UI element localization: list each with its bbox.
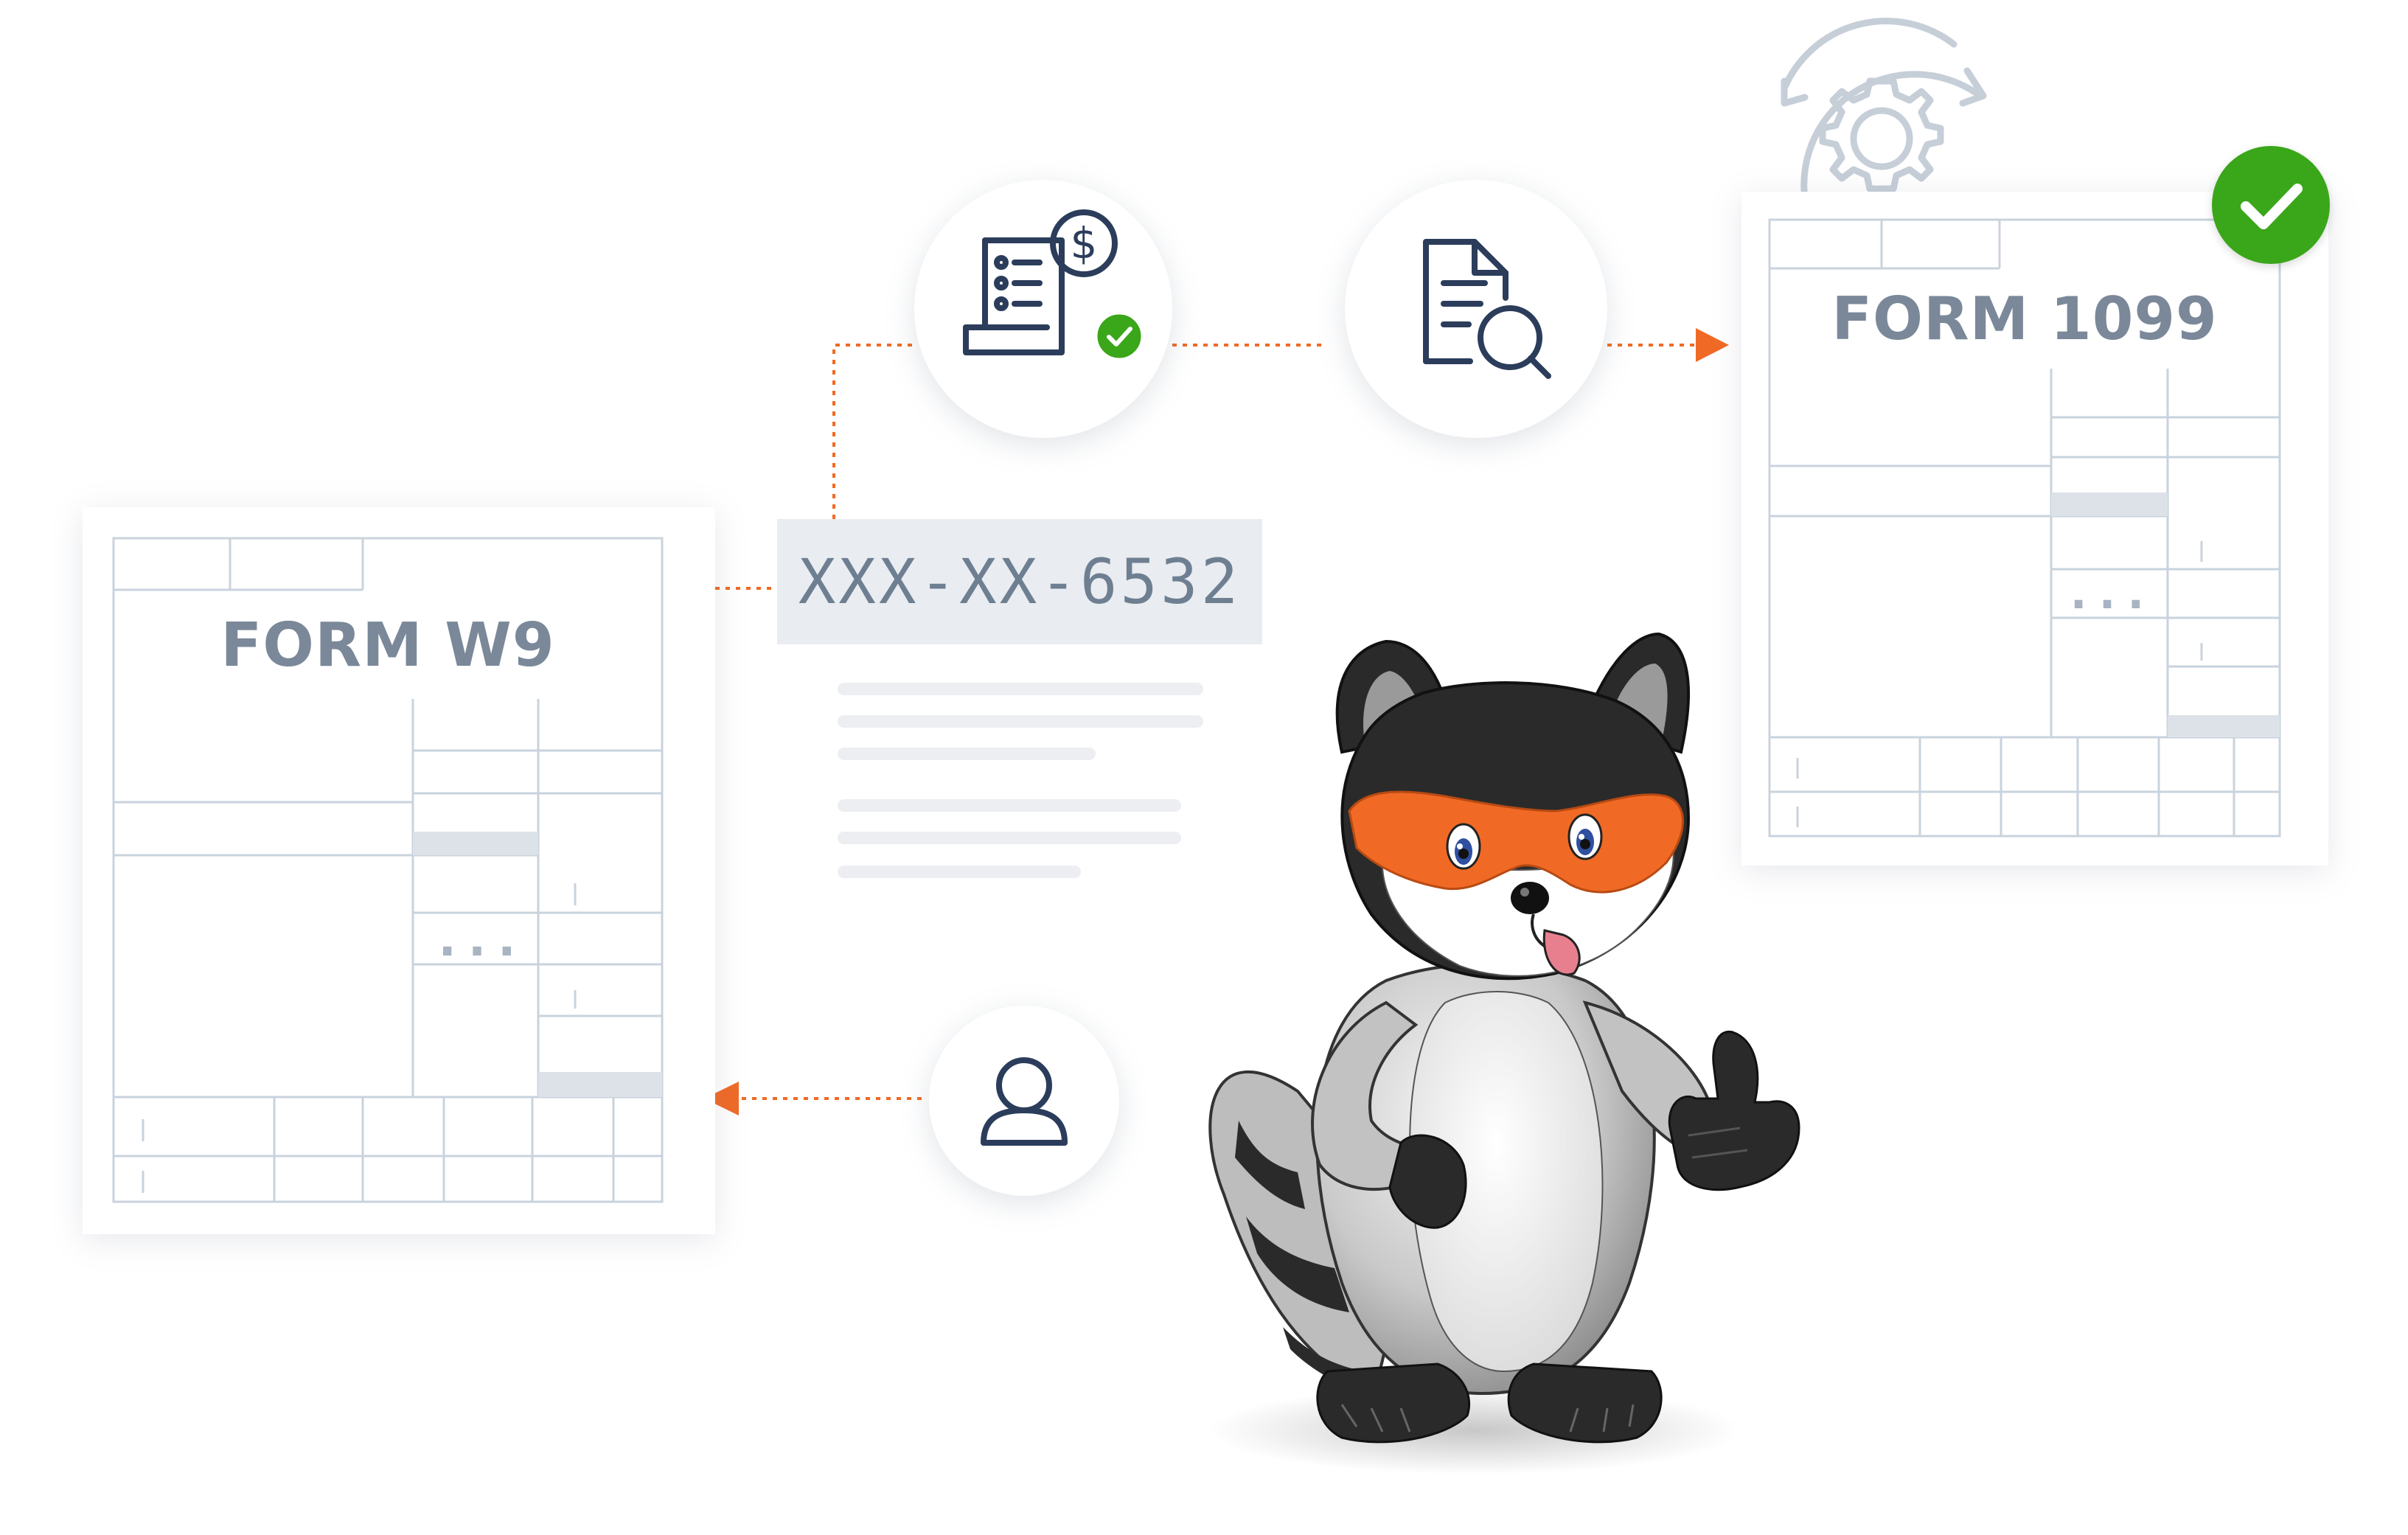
- ssn-masked-value: XXX-XX-6532: [798, 546, 1242, 618]
- ssn-field: XXX-XX-6532: [777, 519, 1262, 644]
- user-icon: [981, 1057, 1068, 1146]
- form-1099-card: FORM 1099 ...: [1741, 192, 2328, 866]
- svg-text:$: $: [1071, 218, 1098, 268]
- invoice-dollar-icon: $: [963, 209, 1145, 362]
- document-search-icon: [1423, 239, 1551, 379]
- form-w9-grid: [112, 537, 664, 1203]
- placeholder-line: [838, 866, 1081, 878]
- success-check-badge: [2212, 146, 2330, 264]
- invoice-step-circle: $: [914, 180, 1172, 438]
- mascot-head: [1335, 632, 1691, 981]
- form-w9-ellipsis: ...: [438, 913, 528, 967]
- form-w9-title: FORM W9: [220, 610, 555, 681]
- mascot-orange-mask: [1348, 790, 1684, 894]
- arrowhead-to-1099: [1696, 328, 1729, 362]
- placeholder-line: [838, 683, 1203, 695]
- placeholder-line: [838, 799, 1181, 812]
- placeholder-line: [838, 832, 1181, 844]
- mascot-left-hand: [1388, 1134, 1467, 1229]
- form-w9-card: FORM W9 ...: [83, 507, 715, 1234]
- form-1099-grid: [1768, 218, 2281, 838]
- form-1099-ellipsis: ...: [2070, 568, 2157, 619]
- mascot-feet: [1316, 1362, 1663, 1444]
- document-search-step-circle: [1345, 180, 1607, 438]
- check-icon: [2241, 184, 2303, 229]
- placeholder-line: [838, 715, 1203, 728]
- connector-ssn-to-invoice: [832, 344, 914, 519]
- arrowhead-to-w9: [704, 1082, 739, 1115]
- mascot-thumbs-up-hand: [1668, 1030, 1800, 1191]
- user-step-circle: [929, 1006, 1119, 1196]
- form-1099-title: FORM 1099: [1831, 285, 2218, 353]
- placeholder-line: [838, 748, 1096, 760]
